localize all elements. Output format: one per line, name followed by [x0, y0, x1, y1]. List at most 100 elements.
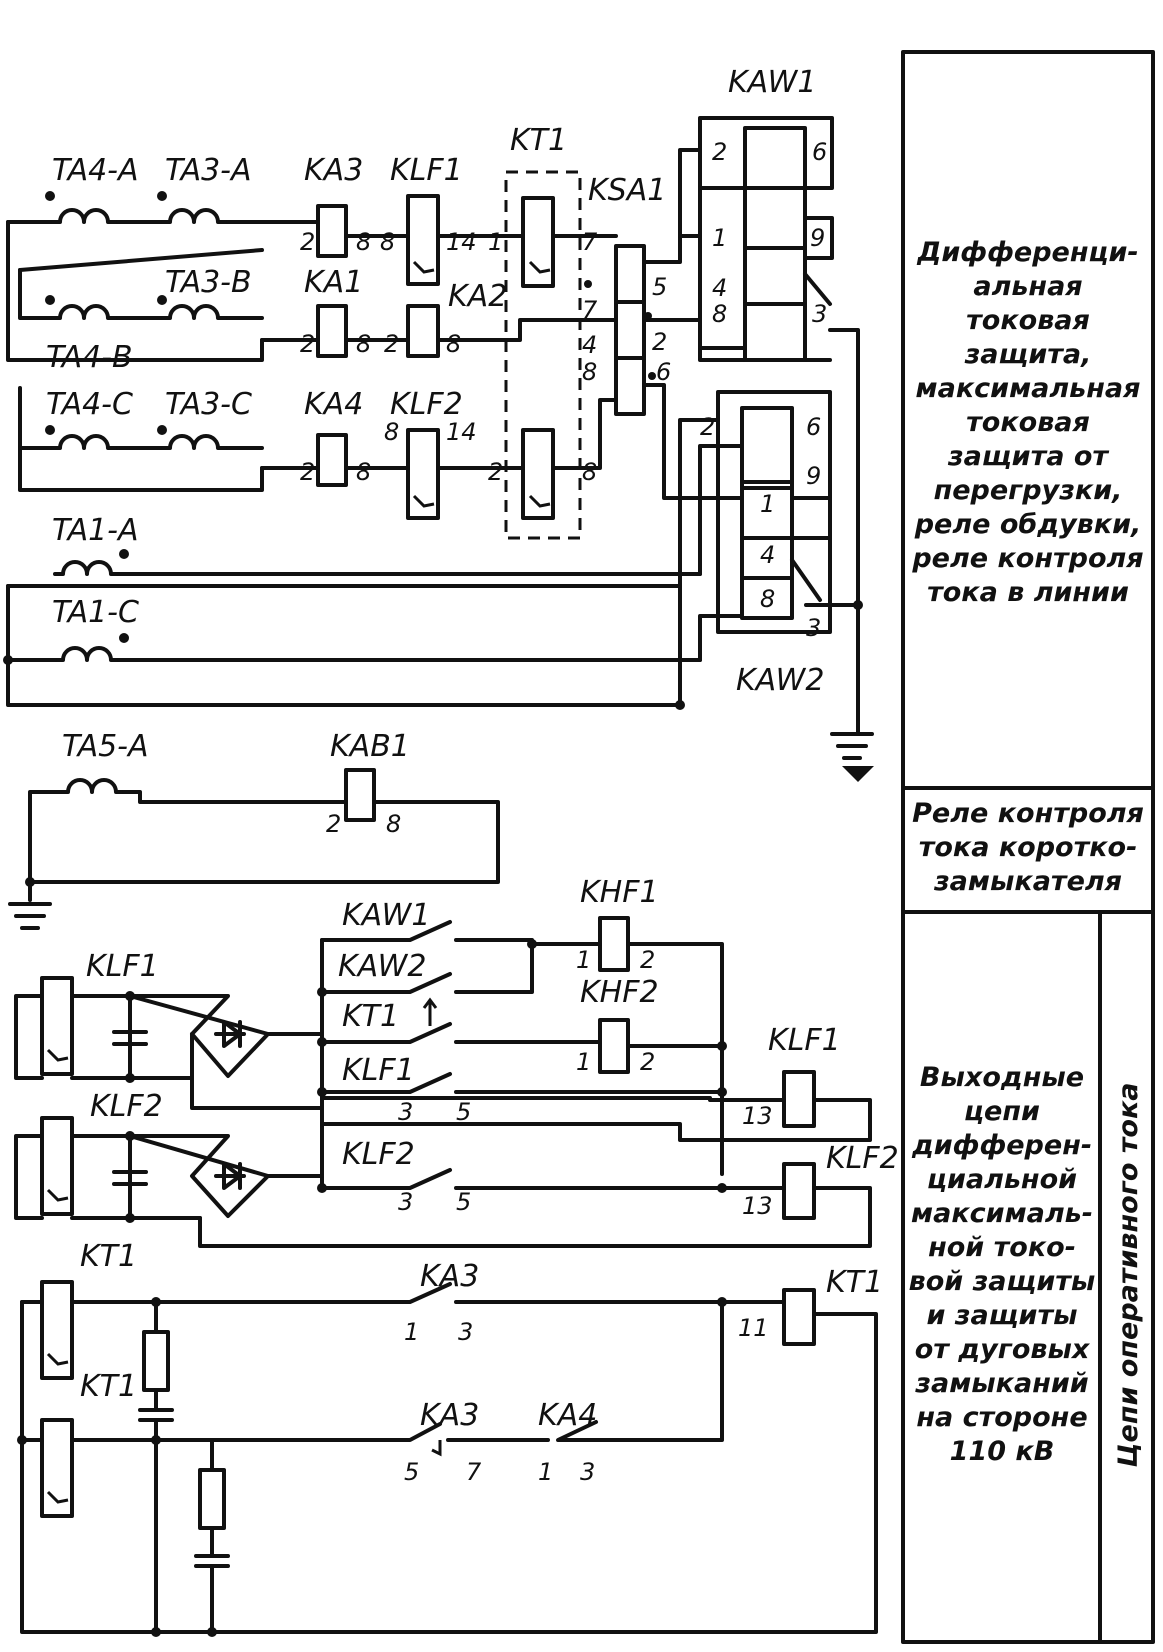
label-diagram-pins-40: 3: [580, 1458, 595, 1486]
label-sections-0-lines-0: Дифференци-: [916, 237, 1138, 268]
label-diagram-contacts-kt1: KT1: [342, 999, 399, 1034]
label-diagram-kaw2_pins-1: 6: [806, 413, 821, 441]
section-text-2: Реле контроля тока коротко- замыкателя: [912, 798, 1144, 897]
label-diagram-kaw2_pins-5: 8: [760, 585, 775, 613]
klf1-rectifier-circuit: [14, 976, 324, 1110]
klf2-rectifier-circuit: [14, 1116, 324, 1223]
label-diagram-transformers-2: TA3-B: [165, 265, 252, 300]
label-diagram-side_labels-klf1: KLF1: [86, 949, 159, 984]
label-sections-0-lines-8: реле обдувки,: [914, 509, 1142, 540]
label-diagram-relays-10: KAB1: [330, 729, 410, 764]
label-diagram-transformers-1: TA3-A: [165, 153, 252, 188]
label-diagram-relays-6: KA2: [448, 279, 507, 314]
label-diagram-pins-38: 7: [466, 1458, 482, 1486]
label-sections-1-lines-1: тока коротко-: [919, 832, 1138, 863]
legend-frame: [901, 50, 1155, 1644]
label-diagram-kaw2_pins-0: 2: [700, 413, 715, 441]
label-diagram-pins-15: 7: [582, 296, 598, 324]
label-diagram-transformers-7: TA1-C: [52, 595, 139, 630]
label-sections-0-lines-10: тока в линии: [927, 577, 1129, 608]
label-diagram-pins-28: 3: [398, 1098, 413, 1126]
label-diagram-transformers-6: TA1-A: [52, 513, 139, 548]
pin-numbers: 2 8 8 14 1 7 5 2 8 2 8 7 4 8 2 6 2 8 8 1…: [300, 228, 671, 486]
kaw1-relay: [698, 116, 834, 362]
kaw2-relay: [716, 390, 832, 634]
label-sections-2-lines-7: и защиты: [926, 1300, 1077, 1331]
label-diagram-pins-9: 2: [300, 330, 315, 358]
label-diagram-side_labels-kt1_coil: KT1: [826, 1265, 883, 1300]
label-diagram-transformers-3: TA4-B: [46, 340, 133, 375]
label-diagram-relays-2: KT1: [510, 123, 567, 158]
label-diagram-transformers-8: TA5-A: [62, 729, 149, 764]
label-diagram-kaw1_pins-2: 1: [712, 224, 727, 252]
label-diagram-pins-31: 3: [398, 1188, 413, 1216]
label-diagram-relays-11: KHF1: [580, 875, 659, 910]
relay-labels: KA3 KLF1 KT1 KSA1 KAW1 KA1 KA2 KA4 KLF2 …: [304, 65, 824, 1010]
label-diagram-pins-27: 2: [640, 1048, 655, 1076]
label-diagram-contacts-kaw2: KAW2: [338, 949, 426, 984]
label-diagram-pins-33: 13: [742, 1192, 773, 1220]
label-diagram-relays-3: KSA1: [588, 173, 666, 208]
label-diagram-relays-12: KHF2: [580, 975, 659, 1010]
label-diagram-relays-1: KLF1: [390, 153, 463, 188]
label-diagram-pins-7: 2: [652, 328, 667, 356]
label-sections-0-lines-1: альная: [973, 271, 1082, 302]
label-sections-0-lines-3: защита,: [964, 339, 1092, 370]
label-diagram-transformers-4: TA4-C: [46, 387, 133, 422]
label-sections-2-lines-11: 110 кВ: [950, 1436, 1055, 1467]
label-diagram-kaw1_pins-1: 6: [812, 138, 827, 166]
label-diagram-pins-29: 5: [456, 1098, 471, 1126]
relay-coils: [316, 170, 646, 822]
label-sections-2-lines-4: максималь-: [911, 1198, 1093, 1229]
label-sections-2-lines-8: от дуговых: [915, 1334, 1091, 1365]
label-diagram-pins-19: 14: [446, 418, 477, 446]
label-sections-0-lines-5: токовая: [966, 407, 1090, 438]
label-diagram-side_labels-klf1_coil: KLF1: [768, 1023, 841, 1058]
label-diagram-pins-10: 8: [356, 330, 371, 358]
kab1-pins: 2 8: [326, 810, 401, 838]
label-sections-2-lines-2: дифферен-: [911, 1130, 1092, 1161]
label-sections-2-lines-1: цепи: [964, 1096, 1040, 1127]
label-diagram-pins-12: 8: [582, 358, 597, 386]
label-diagram-kaw2_pins-2: 1: [760, 490, 775, 518]
label-sections-0-lines-7: перегрузки,: [934, 475, 1123, 506]
label-diagram-pins-0: 2: [326, 810, 341, 838]
label-diagram-transformers-0: TA4-A: [52, 153, 139, 188]
transformer-coils: [45, 191, 230, 794]
label-sections-0-lines-4: максимальная: [916, 373, 1141, 404]
label-diagram-kaw1_pins-3: 9: [810, 224, 825, 252]
label-diagram-pins-3: 14: [446, 228, 477, 256]
label-diagram-pins-32: 5: [456, 1188, 471, 1216]
label-diagram-relays-0: KA3: [304, 153, 363, 188]
label-sections-0-lines-6: защита от: [947, 441, 1109, 472]
label-diagram-relays-7: KA4: [304, 387, 363, 422]
label-diagram-pins-22: 2: [488, 458, 503, 486]
label-diagram-contacts-klf1: KLF1: [342, 1053, 415, 1088]
relay-wiring: [8, 148, 874, 930]
label-sections-2-lines-6: вой защиты: [909, 1266, 1096, 1297]
output-wiring: [198, 920, 872, 1248]
label-diagram-pins-18: 8: [384, 418, 399, 446]
label-sections-2-lines-5: ной токо-: [928, 1232, 1076, 1263]
label-diagram-side_labels-klf2: KLF2: [90, 1089, 163, 1124]
label-diagram-pins-2: 8: [380, 228, 395, 256]
label-diagram-contacts-klf2: KLF2: [342, 1137, 415, 1172]
label-diagram-side_labels-kt1a: KT1: [80, 1239, 137, 1274]
label-diagram-transformers-5: TA3-C: [165, 387, 252, 422]
label-diagram-kaw1_pins-0: 2: [712, 138, 727, 166]
vertical-section-label: Цепи оперативного тока: [1113, 1082, 1144, 1467]
label-diagram-kaw2_pins-3: 9: [806, 462, 821, 490]
label-diagram-pins-35: 3: [458, 1318, 473, 1346]
label-diagram-relays-8: KLF2: [390, 387, 463, 422]
label-diagram-pins-34: 1: [404, 1318, 419, 1346]
kaw1-pins: 2 6 1 9 4 8 3: [712, 138, 827, 328]
label-sections-2-lines-3: циальной: [927, 1164, 1077, 1195]
label-diagram-pins-14: 6: [656, 358, 671, 386]
label-diagram-side_labels-kt1b: KT1: [80, 1369, 137, 1404]
label-diagram-contacts-kaw1: KAW1: [342, 898, 430, 933]
transformer-labels: TA4-A TA3-A TA3-B TA4-B TA4-C TA3-C TA1-…: [46, 153, 252, 764]
label-diagram-pins-13: 2: [384, 330, 399, 358]
section-text-1: Дифференци- альная токовая защита, макси…: [911, 237, 1143, 608]
label-diagram-kaw1_pins-5: 8: [712, 300, 727, 328]
